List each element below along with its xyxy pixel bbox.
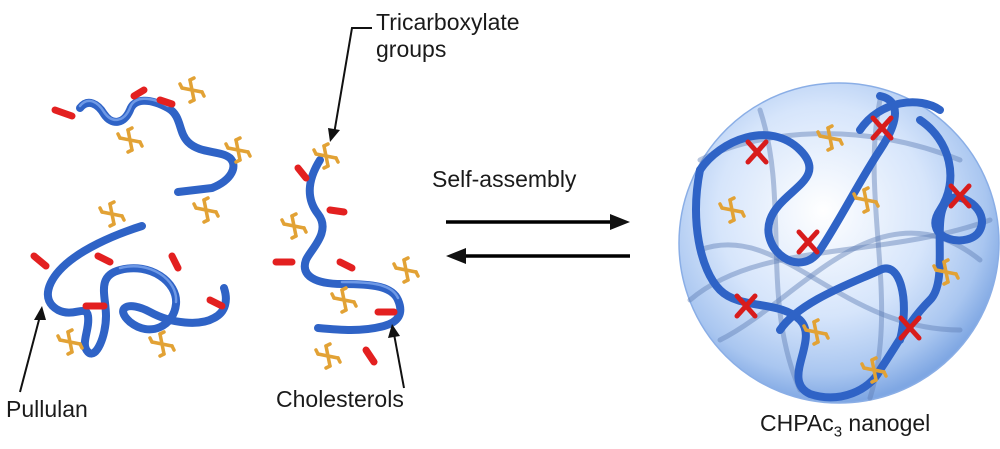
pointer-arrows — [19, 27, 405, 393]
nanogel-chain-d — [856, 98, 944, 134]
nanogel-label-prefix: CHPAc — [760, 410, 834, 436]
nanogel-label-suffix: nanogel — [842, 410, 931, 436]
tricarboxylate-label-line2: groups — [376, 36, 447, 62]
polymer-chain-top — [76, 96, 238, 196]
nanogel-chain-b — [692, 166, 884, 402]
self-assembly-label: Self-assembly — [432, 166, 577, 192]
nanogel-sphere — [678, 82, 1000, 404]
cholesterol-group-left — [30, 86, 398, 366]
nanogel-chain-e — [776, 264, 908, 344]
pullulan-label: Pullulan — [6, 396, 88, 422]
free-polymer-chains — [19, 27, 420, 393]
nanogel-label-subscript: 3 — [833, 423, 843, 441]
nanogel-label: CHPAc3 nanogel — [760, 410, 930, 446]
pullulan-chain — [44, 222, 230, 358]
nanogel-chain-a — [696, 92, 899, 267]
equilibrium-arrows — [446, 214, 630, 264]
polymer-chain-middle — [300, 156, 405, 334]
tricarboxylate-label-line1: Tricarboxylate — [376, 9, 520, 35]
cholesterols-label: Cholesterols — [276, 386, 404, 412]
tricarboxylate-label: Tricarboxylate groups — [376, 9, 520, 63]
nanogel-chain-c — [876, 116, 986, 374]
